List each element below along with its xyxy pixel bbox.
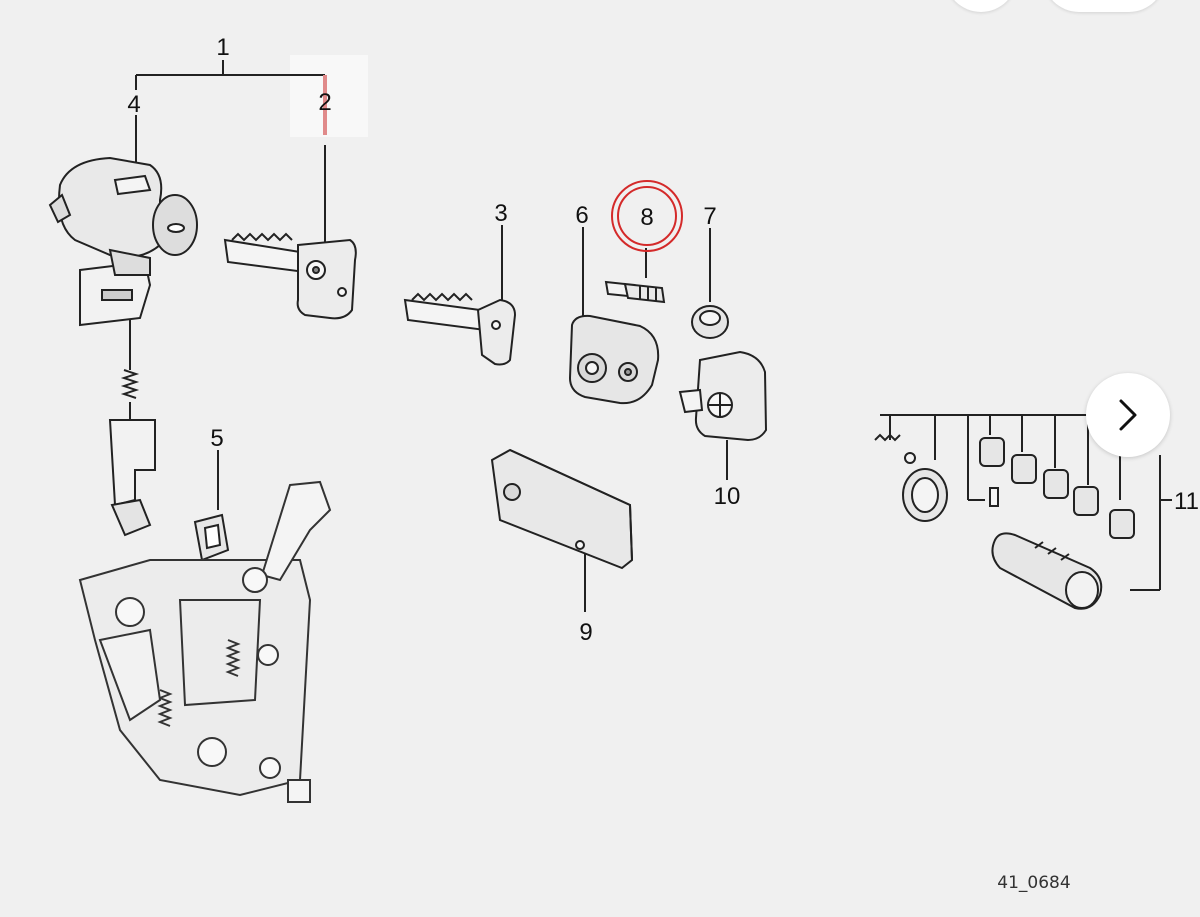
callout-11: 11: [1174, 488, 1199, 515]
part-10-cover: [678, 350, 768, 442]
callout-8: 8: [640, 204, 653, 231]
part-3-key: [403, 292, 517, 366]
part-8-pin: [604, 280, 666, 304]
callout-6: 6: [575, 202, 588, 229]
callout-4: 4: [127, 91, 140, 118]
part-11-cylinder-kit: [874, 433, 1135, 610]
callout-1: 1: [216, 34, 229, 61]
part-9-plate: [490, 448, 634, 570]
callout-10: 10: [714, 483, 741, 510]
next-image-button[interactable]: [1086, 373, 1170, 457]
callout-5: 5: [210, 425, 223, 452]
label-patch: [290, 55, 368, 137]
part-6-lock-housing: [568, 314, 660, 405]
leader-lines: [135, 60, 728, 612]
part-7-cap: [691, 305, 729, 339]
door-latch-mechanism: [78, 480, 332, 803]
part-2-key: [223, 232, 357, 320]
callout-9: 9: [579, 619, 592, 646]
diagram-reference-code: 41_0684: [997, 873, 1070, 893]
callout-7: 7: [703, 203, 716, 230]
part-4-lock-cylinder: [48, 156, 198, 537]
callout-2: 2: [318, 89, 331, 116]
part-5-clip: [193, 513, 230, 562]
top-overlay-button-2[interactable]: [1043, 0, 1165, 12]
callout-3: 3: [494, 200, 507, 227]
chevron-right-icon: [1119, 399, 1137, 431]
highlight-circle: [611, 180, 683, 252]
